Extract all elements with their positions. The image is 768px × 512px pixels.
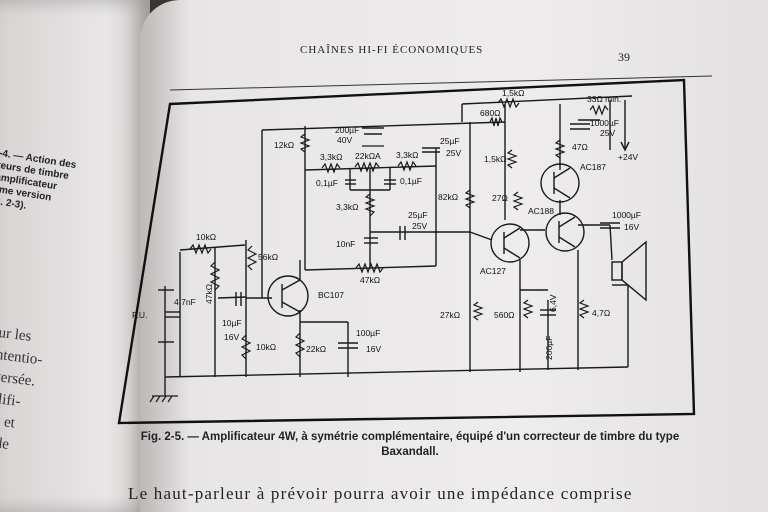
label-r-10k-top: 10kΩ (196, 232, 216, 242)
resistor (397, 160, 417, 172)
label-r-56k: 56kΩ (258, 252, 278, 262)
resistor (512, 191, 524, 211)
label-q-ac127: AC127 (480, 266, 506, 276)
resistor (355, 262, 384, 274)
label-r-3-3k-b: 3,3kΩ (396, 150, 418, 160)
supply-rail (461, 95, 633, 105)
label-pu: P.U. (132, 310, 147, 320)
label-q-ac188: AC188 (528, 206, 554, 216)
figure-caption-line-1: Fig. 2-5. — Amplificateur 4W, à symétrie… (140, 431, 680, 443)
label-r-47k-pot: 47kΩ (360, 275, 380, 285)
label-q-bc107: BC107 (318, 290, 344, 300)
resistor (589, 104, 609, 116)
resistor (209, 261, 221, 291)
running-head: CHAÎNES HI-FI ÉCONOMIQUES (300, 44, 484, 56)
label-r-27: 27Ω (492, 193, 508, 203)
label-c-25uf-mid: 25µF (408, 210, 428, 220)
resistor (189, 243, 212, 255)
label-r-3-3k-a: 3,3kΩ (320, 152, 342, 162)
resistor (354, 161, 380, 173)
resistor (364, 193, 376, 217)
resistor (506, 149, 518, 169)
resistor (472, 301, 484, 321)
label-r-22k-a: 22kΩA (355, 151, 381, 161)
transistor-ac188 (545, 212, 585, 252)
label-r-10k-bot: 10kΩ (256, 342, 276, 352)
supply-arrow-icon (620, 100, 630, 152)
ground-rail (164, 366, 629, 378)
body-text-line: Le haut-parleur à prévoir pourra avoir u… (128, 484, 633, 503)
resistor (497, 97, 520, 109)
label-c-200uf-bot-v: 6,4V (548, 294, 558, 312)
speaker-icon (611, 240, 647, 302)
label-c-0-1-a: 0,1µF (316, 178, 338, 188)
resistors (189, 97, 609, 360)
label-r-12k: 12kΩ (274, 140, 294, 150)
label-r-1-5k-mid: 1,5kΩ (484, 154, 506, 164)
label-r-22k-bot: 22kΩ (306, 344, 326, 354)
label-r-27k: 27kΩ (440, 310, 460, 320)
label-r-680: 680Ω (480, 108, 501, 118)
resistor (554, 139, 566, 159)
right-book-page (140, 0, 768, 512)
label-r-82k: 82kΩ (438, 192, 458, 202)
figure-caption: Fig. 2-5. — Amplificateur 4W, à symétrie… (110, 430, 710, 460)
label-c-10nf: 10nF (336, 239, 355, 249)
label-c-10uf: 10µF (222, 318, 242, 328)
label-c-0-1-b: 0,1µF (400, 176, 422, 186)
label-q-ac187: AC187 (580, 162, 606, 172)
label-c-1000uf-out: 1000µF (612, 210, 641, 220)
label-c-4-7nf: 4,7nF (174, 297, 196, 307)
resistor (294, 332, 306, 358)
label-c-25uf-top: 25µF (440, 136, 460, 146)
resistor (464, 189, 476, 209)
label-c-1000uf-top-v: 25V (600, 128, 615, 138)
transistor-ac187 (540, 163, 580, 203)
label-c-200uf-bot: 200µF (544, 336, 554, 360)
transistor-ac127 (490, 223, 530, 263)
label-r-47: 47Ω (572, 142, 588, 152)
resistor (299, 133, 311, 153)
capacitors (165, 123, 620, 349)
label-r-33: 33Ω min. (587, 94, 621, 104)
circuit-wiring (158, 95, 633, 378)
label-r-4-7: 4,7Ω (592, 308, 610, 318)
label-r-560: 560Ω (494, 310, 515, 320)
label-c-200uf: 200µF (335, 125, 359, 135)
label-c-100uf-v: 16V (366, 344, 381, 354)
resistor (522, 299, 534, 319)
label-c-25uf-top-v: 25V (446, 148, 461, 158)
transistor-bc107 (267, 275, 309, 317)
ground-symbols (149, 145, 384, 403)
label-c-200uf-v: 40V (337, 135, 352, 145)
figure-caption-line-2: Baxandall. (381, 446, 439, 458)
transistors (267, 163, 585, 317)
label-c-10uf-v: 16V (224, 332, 239, 342)
resistor (240, 334, 252, 360)
resistor (578, 299, 590, 319)
label-r-1-5k-top: 1,5kΩ (502, 88, 524, 98)
resistor (489, 116, 503, 127)
resistor (321, 162, 341, 174)
page-number: 39 (618, 50, 630, 64)
figure-frame (117, 78, 696, 425)
resistor (246, 245, 258, 271)
label-r-47k-vol: 47kΩ (204, 284, 214, 304)
top-rail (261, 121, 506, 131)
component-labels: 12kΩ 200µF 40V 3,3kΩ 22kΩA 3,3kΩ 25µF 25… (132, 88, 641, 360)
label-c-1000uf-top: 1000µF (590, 118, 619, 128)
header-rule (169, 75, 713, 91)
label-supply: +24V (618, 152, 638, 162)
left-book-page (0, 0, 150, 512)
label-c-25uf-mid-v: 25V (412, 221, 427, 231)
label-c-100uf: 100µF (356, 328, 380, 338)
label-r-3-3k-c: 3,3kΩ (336, 202, 358, 212)
label-c-1000uf-out-v: 16V (624, 222, 639, 232)
